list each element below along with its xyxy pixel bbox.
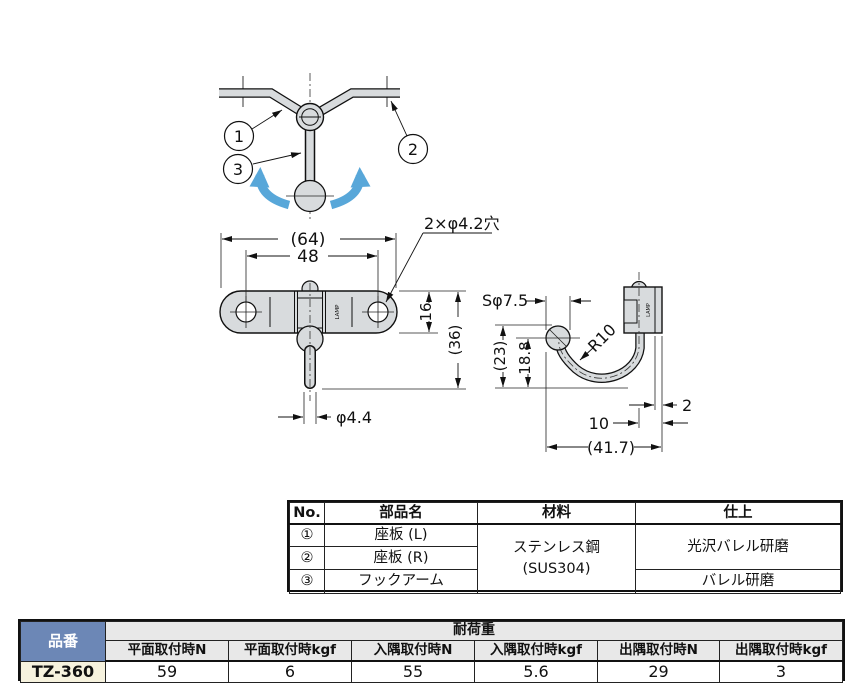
- load-value: 5.6: [474, 660, 598, 683]
- load-value: 29: [597, 660, 720, 683]
- load-value: 55: [351, 660, 475, 683]
- load-col-outside-kgf: 出隅取付時kgf: [719, 639, 843, 662]
- swing-arrow-right: [329, 167, 371, 210]
- load-table: 品番 耐荷重 平面取付時N 平面取付時kgf 入隅取付時N 入隅取付時kgf 出…: [18, 619, 845, 683]
- parts-material-cell: ステンレス鋼 (SUS304): [477, 523, 636, 594]
- load-data-row: TZ-360 59 6 55 5.6 29 3: [20, 660, 843, 683]
- dim-hole-pitch-label: 48: [297, 247, 319, 267]
- callout-3-circle: [222, 153, 254, 185]
- load-col-flat-kgf: 平面取付時kgf: [228, 639, 352, 662]
- load-col-inside-kgf: 入隅取付時kgf: [474, 639, 598, 662]
- callout-1-circle: [223, 120, 255, 152]
- part-no: ③: [289, 569, 325, 594]
- part-name: 座板 (R): [324, 546, 478, 570]
- dim-arm-dia-label: φ4.4: [336, 408, 372, 427]
- callout-2-circle: [397, 133, 429, 165]
- brand-mark-front: LAMP: [335, 304, 341, 320]
- parts-header-material: 材料: [477, 502, 636, 525]
- callout-1-label: 1: [234, 127, 244, 146]
- dim-front-width-label: (64): [291, 230, 326, 250]
- parts-row-3: ③ フックアーム バレル研磨: [289, 569, 841, 594]
- top-view: 1 3 2: [219, 73, 429, 219]
- parts-table: No. 部品名 材料 仕上 ① 座板 (L) ステンレス鋼 (SUS304) 光…: [287, 500, 843, 594]
- load-header-part-no: 品番: [20, 621, 106, 662]
- load-value: 59: [105, 660, 229, 683]
- dim-edge-label: 2: [682, 396, 692, 415]
- dim-radius-label: R10: [584, 320, 620, 356]
- load-col-outside-n: 出隅取付時N: [597, 639, 720, 662]
- side-view: LAMP Sφ7.5 (23) 18.8 R10 2 10: [482, 272, 692, 457]
- part-name: フックアーム: [324, 569, 478, 594]
- load-value: 3: [719, 660, 843, 683]
- parts-row-1: ① 座板 (L) ステンレス鋼 (SUS304) 光沢バレル研磨: [289, 523, 841, 594]
- model-number: TZ-360: [20, 660, 106, 683]
- part-no: ②: [289, 546, 325, 570]
- callout-3-label: 3: [233, 160, 243, 179]
- dim-total-height-label: (36): [446, 325, 464, 356]
- brand-mark-side: LAMP: [646, 303, 652, 317]
- load-col-inside-n: 入隅取付時N: [351, 639, 475, 662]
- dim-ball-dia-label: Sφ7.5: [482, 291, 528, 310]
- load-col-flat-n: 平面取付時N: [105, 639, 229, 662]
- callout-2-label: 2: [408, 140, 418, 159]
- technical-drawing: 1 3 2 LAMP (64): [219, 73, 692, 457]
- parts-header-finish: 仕上: [635, 502, 841, 525]
- part-name: 座板 (L): [324, 523, 478, 547]
- parts-finish-bottom-cell: バレル研磨: [635, 569, 841, 594]
- dim-hook-drop-label: 18.8: [516, 341, 534, 374]
- dim-overall-drop-label: (23): [491, 341, 509, 372]
- parts-header-name: 部品名: [324, 502, 478, 525]
- dim-plate-height-label: 16: [417, 302, 435, 321]
- load-header-group: 耐荷重: [105, 621, 843, 641]
- holes-label: 2×φ4.2穴: [424, 214, 500, 233]
- part-no: ①: [289, 523, 325, 547]
- parts-finish-top-cell: 光沢バレル研磨: [635, 523, 841, 570]
- parts-header-no: No.: [289, 502, 325, 525]
- load-value: 6: [228, 660, 352, 683]
- parts-row-2: ② 座板 (R): [289, 546, 841, 570]
- dim-offset-label: 10: [589, 414, 609, 433]
- dim-reach-label: (41.7): [587, 438, 635, 457]
- front-view: LAMP (64) 48 2×φ4.2穴 16 (36): [219, 214, 500, 427]
- swing-arrow-left: [249, 167, 291, 210]
